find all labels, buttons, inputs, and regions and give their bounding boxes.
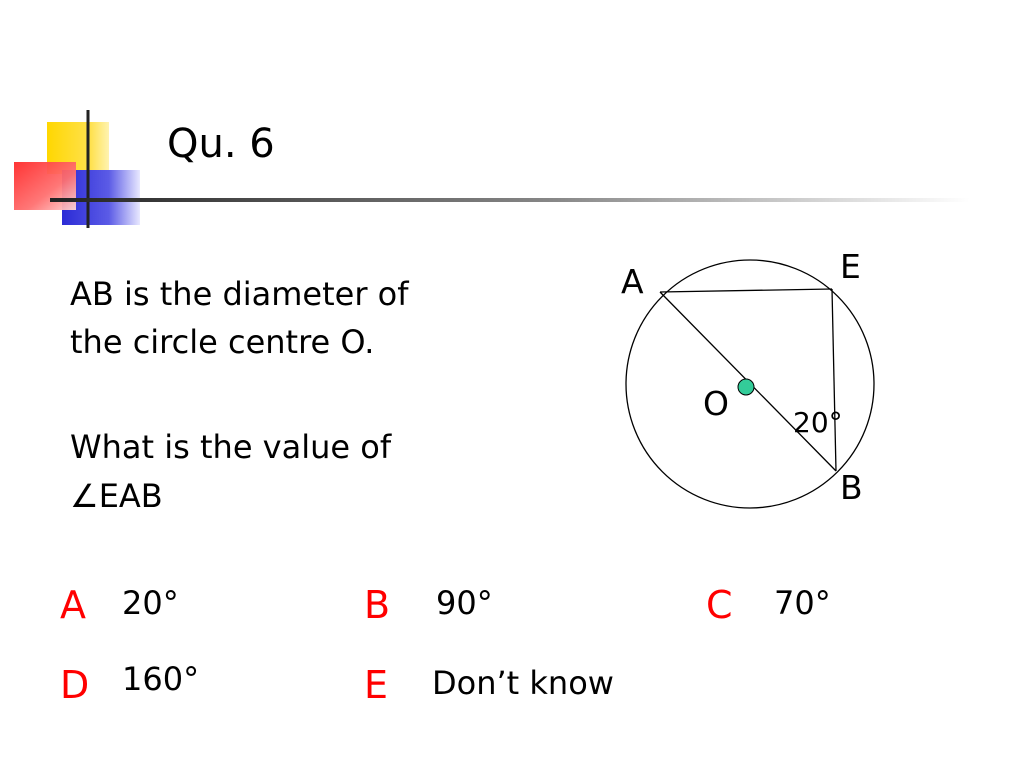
- point-b-label: B: [840, 468, 863, 507]
- circle-diagram: A E O B 20°: [621, 247, 875, 509]
- question-line-3: What is the value of: [70, 428, 392, 466]
- option-a-text[interactable]: 20°: [122, 584, 179, 622]
- circle-outline: [625, 259, 875, 509]
- option-c-text[interactable]: 70°: [774, 584, 831, 622]
- question-line-1: AB is the diameter of: [70, 275, 409, 313]
- question-line-4: ∠EAB: [70, 473, 163, 519]
- slide-title: Qu. 6: [167, 121, 275, 167]
- angle-20-label: 20°: [793, 406, 843, 439]
- point-a-label: A: [621, 262, 644, 301]
- slide-decoration: [14, 110, 970, 228]
- chord-eb: [831, 288, 837, 472]
- option-d-text[interactable]: 160°: [122, 660, 200, 698]
- angle-name: EAB: [98, 477, 163, 515]
- option-b-letter[interactable]: B: [364, 583, 391, 627]
- option-a-letter[interactable]: A: [60, 583, 86, 627]
- title-underline: [50, 198, 970, 202]
- option-b-text[interactable]: 90°: [436, 584, 493, 622]
- question-line-2: the circle centre O.: [70, 323, 375, 361]
- point-e-label: E: [840, 247, 861, 286]
- point-o-label: O: [703, 384, 729, 423]
- option-d-letter[interactable]: D: [60, 663, 90, 707]
- deco-red-square: [14, 162, 76, 210]
- option-e-letter[interactable]: E: [364, 663, 389, 707]
- angle-icon: ∠: [70, 477, 99, 515]
- option-c-letter[interactable]: C: [706, 583, 733, 627]
- centre-point: [737, 378, 755, 396]
- chord-ae: [659, 288, 833, 293]
- option-e-text[interactable]: Don’t know: [432, 664, 614, 702]
